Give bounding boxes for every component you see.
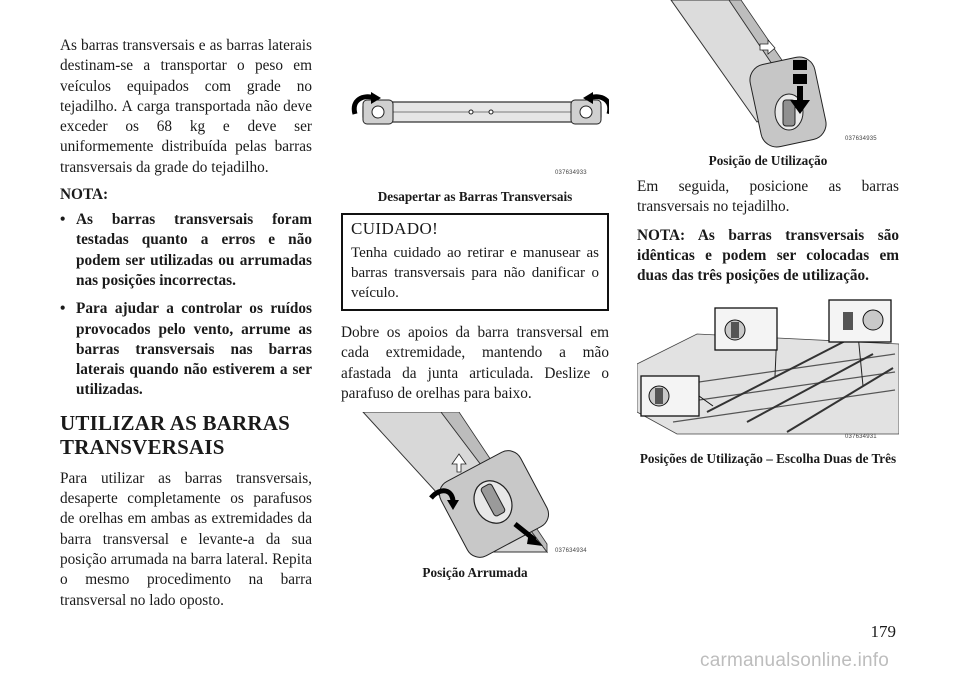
figure-code: 037634931	[845, 434, 877, 441]
figure-code: 037634934	[555, 548, 587, 555]
watermark-text: carmanualsonline.info	[700, 650, 890, 671]
figure-code: 037634933	[555, 170, 587, 176]
figure-caption: Posição Arrumada	[422, 565, 528, 581]
column-right: 037634935 Posição de Utilização Em segui…	[637, 0, 899, 475]
crossbar-illustration	[351, 92, 609, 125]
caution-box: CUIDADO! Tenha cuidado ao retirar e manu…	[341, 213, 609, 311]
caution-text: Tenha cuidado ao retirar e manusear as b…	[351, 245, 599, 301]
figure-caption: Desapertar as Barras Transversais	[377, 189, 573, 204]
body-paragraph: Dobre os apoios da barra transversal em …	[341, 324, 609, 402]
nota-label: NOTA:	[60, 186, 109, 204]
figure-caption: Posição de Utilização	[708, 153, 828, 168]
figure-use-position: 037634935	[637, 0, 899, 148]
section-heading: UTILIZAR AS BARRAS TRANSVERSAIS	[60, 410, 290, 459]
nota-paragraph: NOTA: As barras transversais são idêntic…	[637, 226, 899, 285]
intro-paragraph: As barras transversais e as barras later…	[60, 37, 312, 176]
body-paragraph: Em seguida, posicione as barras transver…	[637, 178, 899, 216]
roof-rack-positions-illustration	[637, 299, 899, 435]
figure-loosen-crossbars: 037634933	[341, 36, 609, 184]
notes-list: As barras transversais foram testadas qu…	[60, 210, 312, 401]
figure-stowed-position: 037634934	[341, 412, 609, 560]
caution-title: CUIDADO!	[351, 219, 439, 238]
stowed-position-illustration	[362, 412, 550, 558]
figure-caption: Posições de Utilização – Escolha Duas de…	[639, 451, 897, 467]
column-middle: 037634933 Desapertar as Barras Transvers…	[341, 36, 609, 589]
page-number: 179	[870, 622, 897, 641]
note-item: Para ajudar a controlar os ruídos provoc…	[60, 299, 312, 400]
body-paragraph: Para utilizar as barras transversais, de…	[60, 469, 312, 609]
figure-use-positions-choose: 037634931	[637, 294, 899, 446]
figure-code: 037634935	[845, 136, 877, 142]
use-position-illustration	[670, 0, 827, 148]
column-left: As barras transversais e as barras later…	[60, 36, 312, 619]
note-item: As barras transversais foram testadas qu…	[60, 210, 312, 291]
